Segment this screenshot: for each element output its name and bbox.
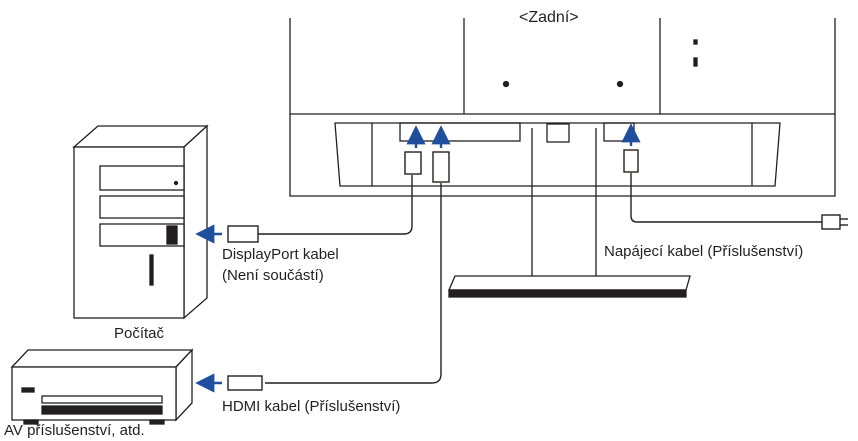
av-device-illustration: [10, 348, 194, 425]
monitor-rear: [289, 18, 836, 197]
computer-illustration: [72, 124, 209, 320]
displayport-cable-label: DisplayPort kabel: [222, 246, 339, 263]
power-port-strip: [603, 122, 635, 142]
av-device-label: AV příslušenství, atd.: [4, 422, 145, 439]
power-cable-label: Napájecí kabel (Příslušenství): [604, 243, 804, 260]
displayport-note-label: (Není součástí): [222, 267, 324, 284]
rear-view-label: <Zadní>: [519, 9, 579, 26]
hdmi-cable: [227, 151, 450, 391]
connection-arrows: [195, 123, 641, 393]
computer-label: Počítač: [114, 325, 165, 342]
displayport-connector: [227, 225, 259, 243]
power-plug: [821, 214, 841, 230]
input-port-strip: [399, 122, 521, 142]
monitor-stand: [448, 123, 691, 298]
hdmi-connector: [227, 375, 263, 391]
displayport-cable: [227, 151, 422, 243]
hdmi-cable-label: HDMI kabel (Příslušenství): [222, 398, 401, 415]
power-cable: [623, 149, 848, 230]
